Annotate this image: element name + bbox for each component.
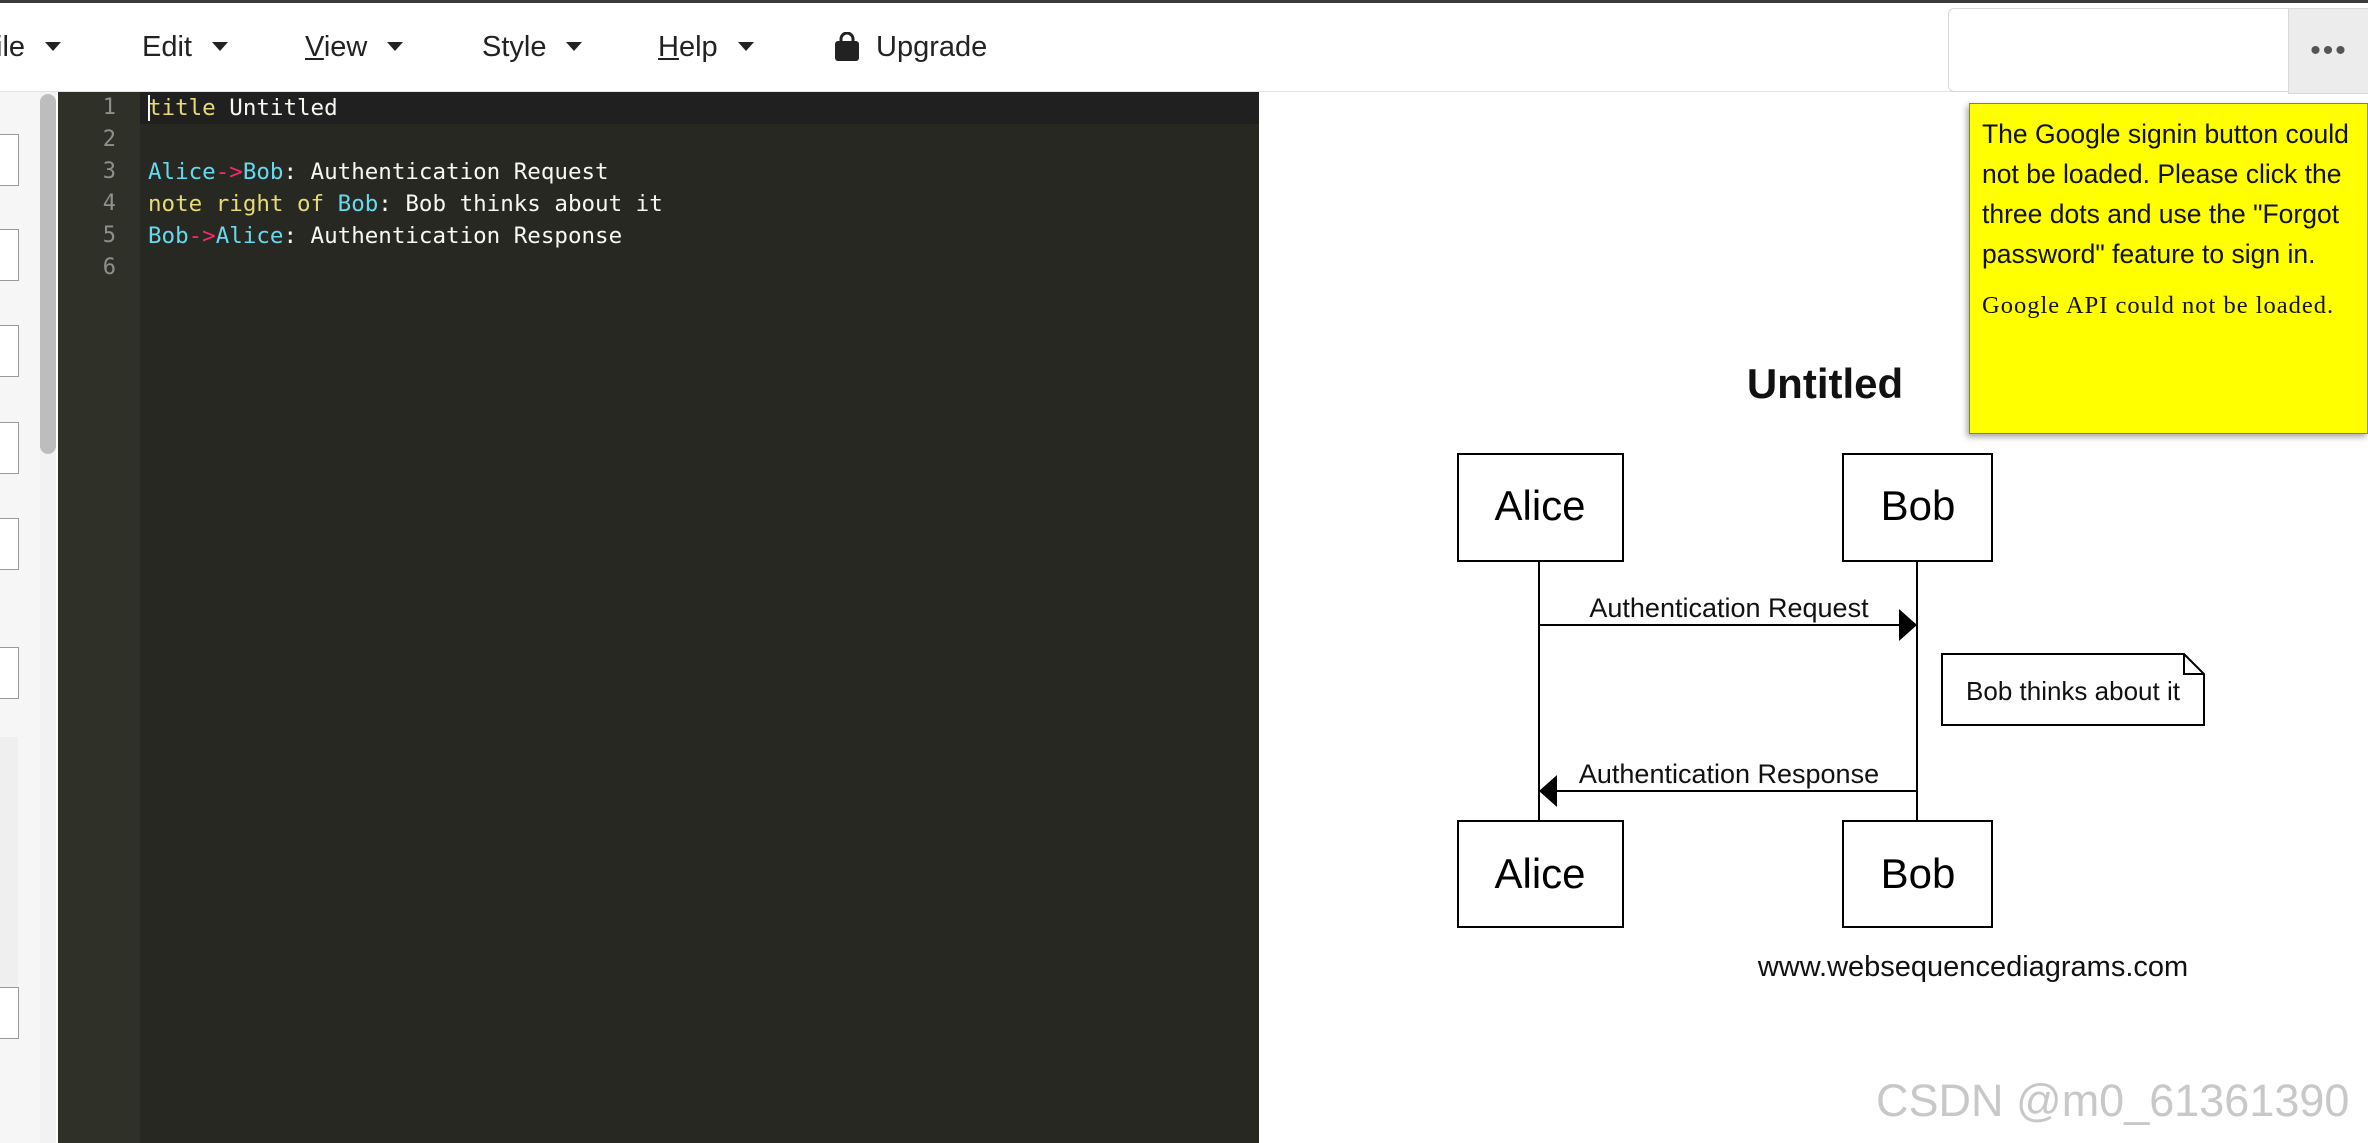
code-line: Alice->Bob: Authentication Request xyxy=(148,156,609,188)
arrowhead-left-icon xyxy=(1539,775,1557,807)
text-cursor xyxy=(148,95,150,121)
code-token: : Authentication Response xyxy=(283,223,623,249)
line-number: 1 xyxy=(102,95,116,120)
more-options-button[interactable]: ••• xyxy=(2288,8,2368,94)
notice-message: The Google signin button could not be lo… xyxy=(1982,119,2349,269)
upgrade-button[interactable]: Upgrade xyxy=(834,3,987,91)
participant-box-alice-top xyxy=(1457,453,1624,562)
participant-box-alice-bottom xyxy=(1457,820,1624,928)
participant-label-alice-bottom: Alice xyxy=(1494,850,1585,897)
diagram-title: Untitled xyxy=(1747,360,1903,407)
caret-down-icon xyxy=(45,41,62,51)
code-token: : Bob thinks about it xyxy=(378,191,663,217)
menu-help[interactable]: Help xyxy=(658,3,754,91)
panel-field[interactable] xyxy=(0,229,19,281)
note-text: Bob thinks about it xyxy=(1966,676,2181,706)
menu-view-label: View xyxy=(305,30,368,63)
participant-label-bob-top: Bob xyxy=(1881,482,1956,529)
code-token: title xyxy=(148,95,216,121)
line-number: 2 xyxy=(102,127,116,152)
left-panel xyxy=(0,92,41,1143)
upgrade-label: Upgrade xyxy=(876,30,988,63)
line-number: 5 xyxy=(102,223,116,248)
window-top-border xyxy=(0,0,2368,3)
active-line-highlight xyxy=(58,92,1259,124)
caret-down-icon xyxy=(566,41,583,51)
participant-box-bob-bottom xyxy=(1842,820,1993,928)
code-line: title Untitled xyxy=(148,92,338,124)
caret-down-icon xyxy=(737,41,754,51)
line-number: 6 xyxy=(102,255,116,280)
account-field[interactable] xyxy=(1948,8,2290,92)
message-label-response: Authentication Response xyxy=(1579,759,1879,789)
notice-error: Google API could not be loaded. xyxy=(1982,292,2335,319)
code-token: Bob xyxy=(242,159,284,185)
participant-box-bob-top xyxy=(1842,453,1993,562)
code-line: note right of Bob: Bob thinks about it xyxy=(148,188,663,220)
menu-bar: ile Edit View Style Help Upgrade ••• xyxy=(0,3,2368,94)
code-token: Alice xyxy=(148,159,216,185)
caret-down-icon xyxy=(211,41,228,51)
line-number-gutter xyxy=(58,92,140,1143)
diagram-footer-url: www.websequencediagrams.com xyxy=(1757,951,2188,983)
code-token: note right of xyxy=(148,191,338,217)
panel-field[interactable] xyxy=(0,987,19,1039)
menu-view[interactable]: View xyxy=(305,3,404,91)
signin-error-notice: The Google signin button could not be lo… xyxy=(1969,103,2368,434)
caret-down-icon xyxy=(387,41,404,51)
code-token: Alice xyxy=(215,223,284,249)
shopping-bag-icon xyxy=(835,32,859,61)
panel-section xyxy=(0,737,18,1037)
panel-field[interactable] xyxy=(0,422,19,474)
note-box xyxy=(1941,653,2205,726)
panel-field[interactable] xyxy=(0,647,19,699)
code-token: : Authentication Request xyxy=(283,159,609,185)
menu-file[interactable]: ile xyxy=(0,3,62,91)
message-label-request: Authentication Request xyxy=(1589,593,1869,623)
panel-field[interactable] xyxy=(0,134,19,186)
menu-help-label: Help xyxy=(658,30,718,63)
more-dots-icon: ••• xyxy=(2310,34,2348,67)
menu-style-label: Style xyxy=(482,30,547,63)
menu-style[interactable]: Style xyxy=(482,3,583,91)
line-number: 3 xyxy=(102,159,116,184)
note-fold xyxy=(2183,654,2204,675)
participant-label-alice-top: Alice xyxy=(1494,482,1585,529)
panel-field[interactable] xyxy=(0,325,19,377)
menu-edit[interactable]: Edit xyxy=(142,3,228,91)
menu-file-label: ile xyxy=(0,30,26,63)
arrowhead-right-icon xyxy=(1899,609,1917,641)
code-line: Bob->Alice: Authentication Response xyxy=(148,220,622,252)
code-token: Untitled xyxy=(215,95,338,121)
code-token: Bob xyxy=(337,191,379,217)
code-token: Bob xyxy=(148,223,189,249)
code-token: -> xyxy=(188,223,216,249)
participant-label-bob-bottom: Bob xyxy=(1881,850,1956,897)
watermark: CSDN @m0_61361390 xyxy=(1876,1075,2350,1126)
code-token: -> xyxy=(215,159,243,185)
sequence-diagram: Untitled Alice Bob Authentication Reques… xyxy=(1457,360,2205,983)
panel-scrollbar-thumb[interactable] xyxy=(40,94,56,454)
panel-field[interactable] xyxy=(0,518,19,570)
line-number: 4 xyxy=(102,191,116,216)
menu-edit-label: Edit xyxy=(142,30,192,63)
code-editor[interactable]: 1 2 3 4 5 6 title Untitled Alice->Bob: A… xyxy=(58,92,1259,1143)
